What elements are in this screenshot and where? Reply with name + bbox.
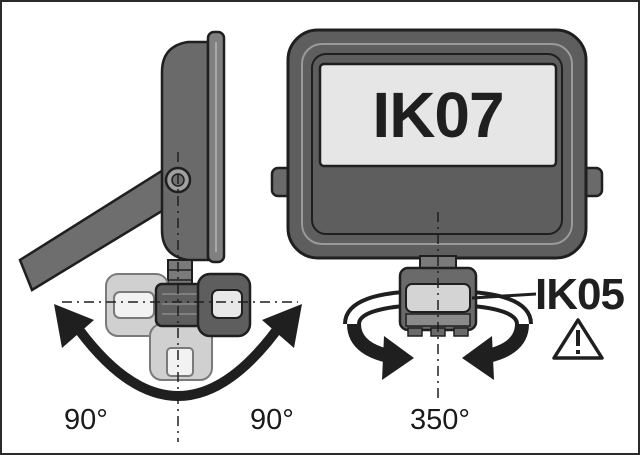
floodlight-side-body bbox=[160, 30, 226, 264]
angle-label-left: 90° bbox=[64, 404, 108, 436]
warning-triangle-icon bbox=[552, 318, 604, 360]
sensor-ghost-down bbox=[149, 323, 213, 381]
rotation-arrow-front bbox=[347, 323, 529, 380]
side-view bbox=[18, 30, 302, 442]
angle-label-rotation: 350° bbox=[410, 404, 470, 436]
tilt-arrow bbox=[54, 304, 302, 401]
sensor-front bbox=[398, 266, 478, 337]
sensor-ghost-left bbox=[105, 273, 169, 337]
floodlight-front-body bbox=[286, 28, 588, 260]
leader-line bbox=[471, 292, 537, 300]
angle-label-right: 90° bbox=[250, 404, 294, 436]
rating-label-panel bbox=[318, 62, 558, 168]
front-view bbox=[270, 28, 604, 402]
sensor-current bbox=[154, 272, 252, 338]
bracket-arm bbox=[18, 165, 182, 292]
rating-label-ik05: IK05 bbox=[535, 270, 625, 319]
rating-label-ik07: IK07 bbox=[372, 79, 504, 151]
side-view-axes bbox=[62, 152, 298, 442]
